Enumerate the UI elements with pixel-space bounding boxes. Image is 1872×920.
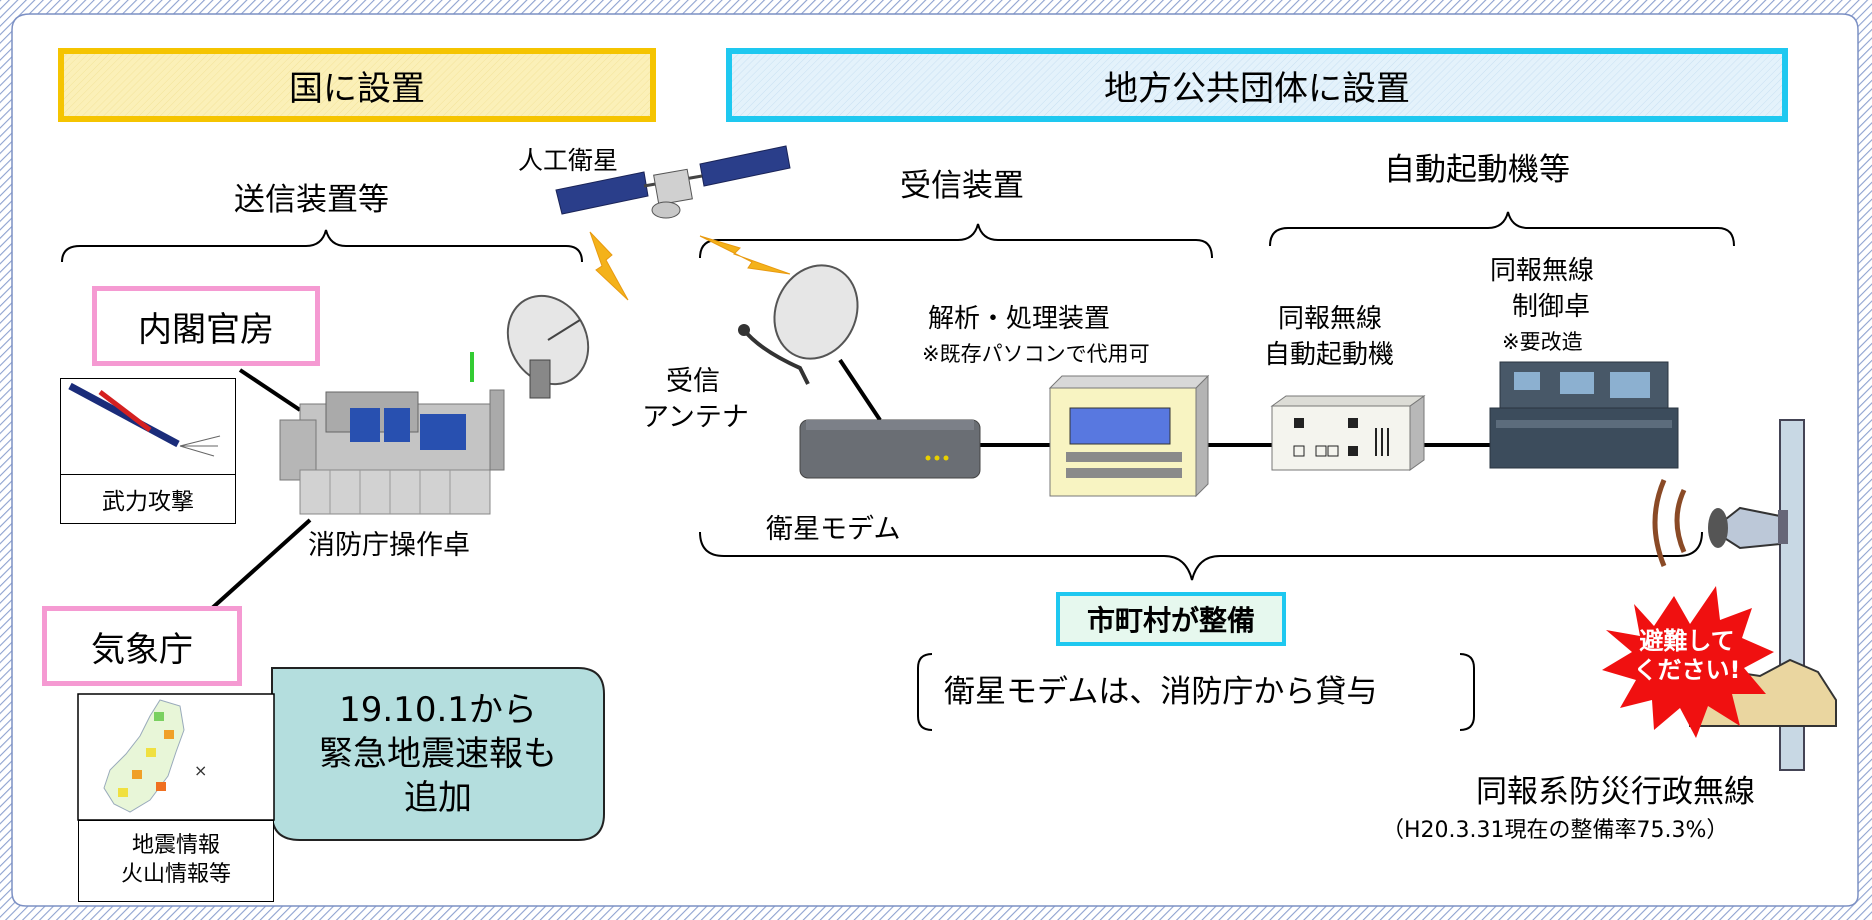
control-label-line1: 同報無線 [1490,256,1595,286]
control-label-line3: ※要改造 [1502,330,1583,354]
callout-text: 19.10.1から 緊急地震速報も 追加 [272,668,604,840]
callout-line3: 追加 [404,778,472,819]
control-label-line2: 制御卓 [1512,292,1591,322]
missile-icon [68,382,221,457]
callout-line1: 19.10.1から [339,689,537,730]
cabinet-label: 内閣官房 [138,309,274,350]
analyzer-icon [1048,374,1210,498]
municipality-box: 市町村が整備 [1056,592,1286,646]
local-header-label: 地方公共団体に設置 [1104,68,1410,109]
quake-info-line1: 地震情報 [131,833,220,859]
auto-start-label-line1: 同報無線 [1278,304,1383,334]
rate-label: （H20.3.31現在の整備率75.3%） [1382,818,1729,843]
national-header-label: 国に設置 [289,68,425,109]
svg-text:×: × [194,761,207,780]
receive-group-label: 受信装置 [900,168,1024,204]
auto-group-label: 自動起動機等 [1384,152,1570,188]
municipality-brace [699,531,1703,581]
japan-map-icon: × [77,693,275,821]
downlink-bolt [699,235,791,275]
loan-label: 衛星モデムは、消防庁から貸与 [944,674,1378,710]
receive-antenna-icon [738,264,859,385]
local-header: 地方公共団体に設置 [726,48,1788,122]
evacuation-burst [1602,586,1774,738]
quake-info-box: 地震情報 火山情報等 [78,820,274,902]
jma-line [208,518,312,612]
antenna-modem-line [838,358,882,422]
transmit-brace [61,229,583,263]
evacuation-line2: ください! [1633,656,1741,684]
cabinet-box: 内閣官房 [92,286,320,366]
callout-line2: 緊急地震速報も [319,733,557,774]
modem-icon [799,419,981,479]
auto-start-label-line2: 自動起動機 [1264,340,1395,370]
quake-info-line2: 火山情報等 [120,862,231,887]
transmit-group-label: 送信装置等 [234,182,389,218]
antenna-label-line1: 受信 [666,366,720,397]
armed-attack-caption-box: 武力攻撃 [60,474,236,524]
analyzer-label-line2: ※既存パソコンで代用可 [922,342,1150,366]
transmit-antenna-icon [506,294,590,399]
control-desk-icon [1489,361,1679,469]
bousai-label: 同報系防災行政無線 [1476,774,1755,810]
console-label: 消防庁操作卓 [308,530,470,561]
callout-bubble [237,667,605,841]
analyzer-label-line1: 解析・処理装置 [928,304,1111,334]
loan-bracket-left [917,653,933,731]
evacuation-line1: 避難して [1639,627,1735,656]
national-header: 国に設置 [58,48,656,122]
loudspeaker-pole-icon [1652,419,1837,771]
cabinet-line [238,368,302,412]
auto-start-device-icon [1270,395,1426,471]
municipality-label: 市町村が整備 [1086,604,1255,637]
receive-brace [699,223,1213,259]
evacuation-text: 避難して ください! [1604,620,1770,692]
satellite-icon [555,145,791,219]
jma-box: 気象庁 [42,606,242,686]
loan-bracket-right [1459,653,1475,731]
antenna-label-line2: アンテナ [642,402,749,433]
console-icon [279,352,505,515]
uplink-bolt [589,231,629,301]
modem-label: 衛星モデム [766,514,901,545]
armed-attack-label: 武力攻撃 [102,489,194,515]
jma-label: 気象庁 [91,629,193,670]
satellite-label: 人工衛星 [518,146,619,175]
auto-brace [1269,211,1735,247]
